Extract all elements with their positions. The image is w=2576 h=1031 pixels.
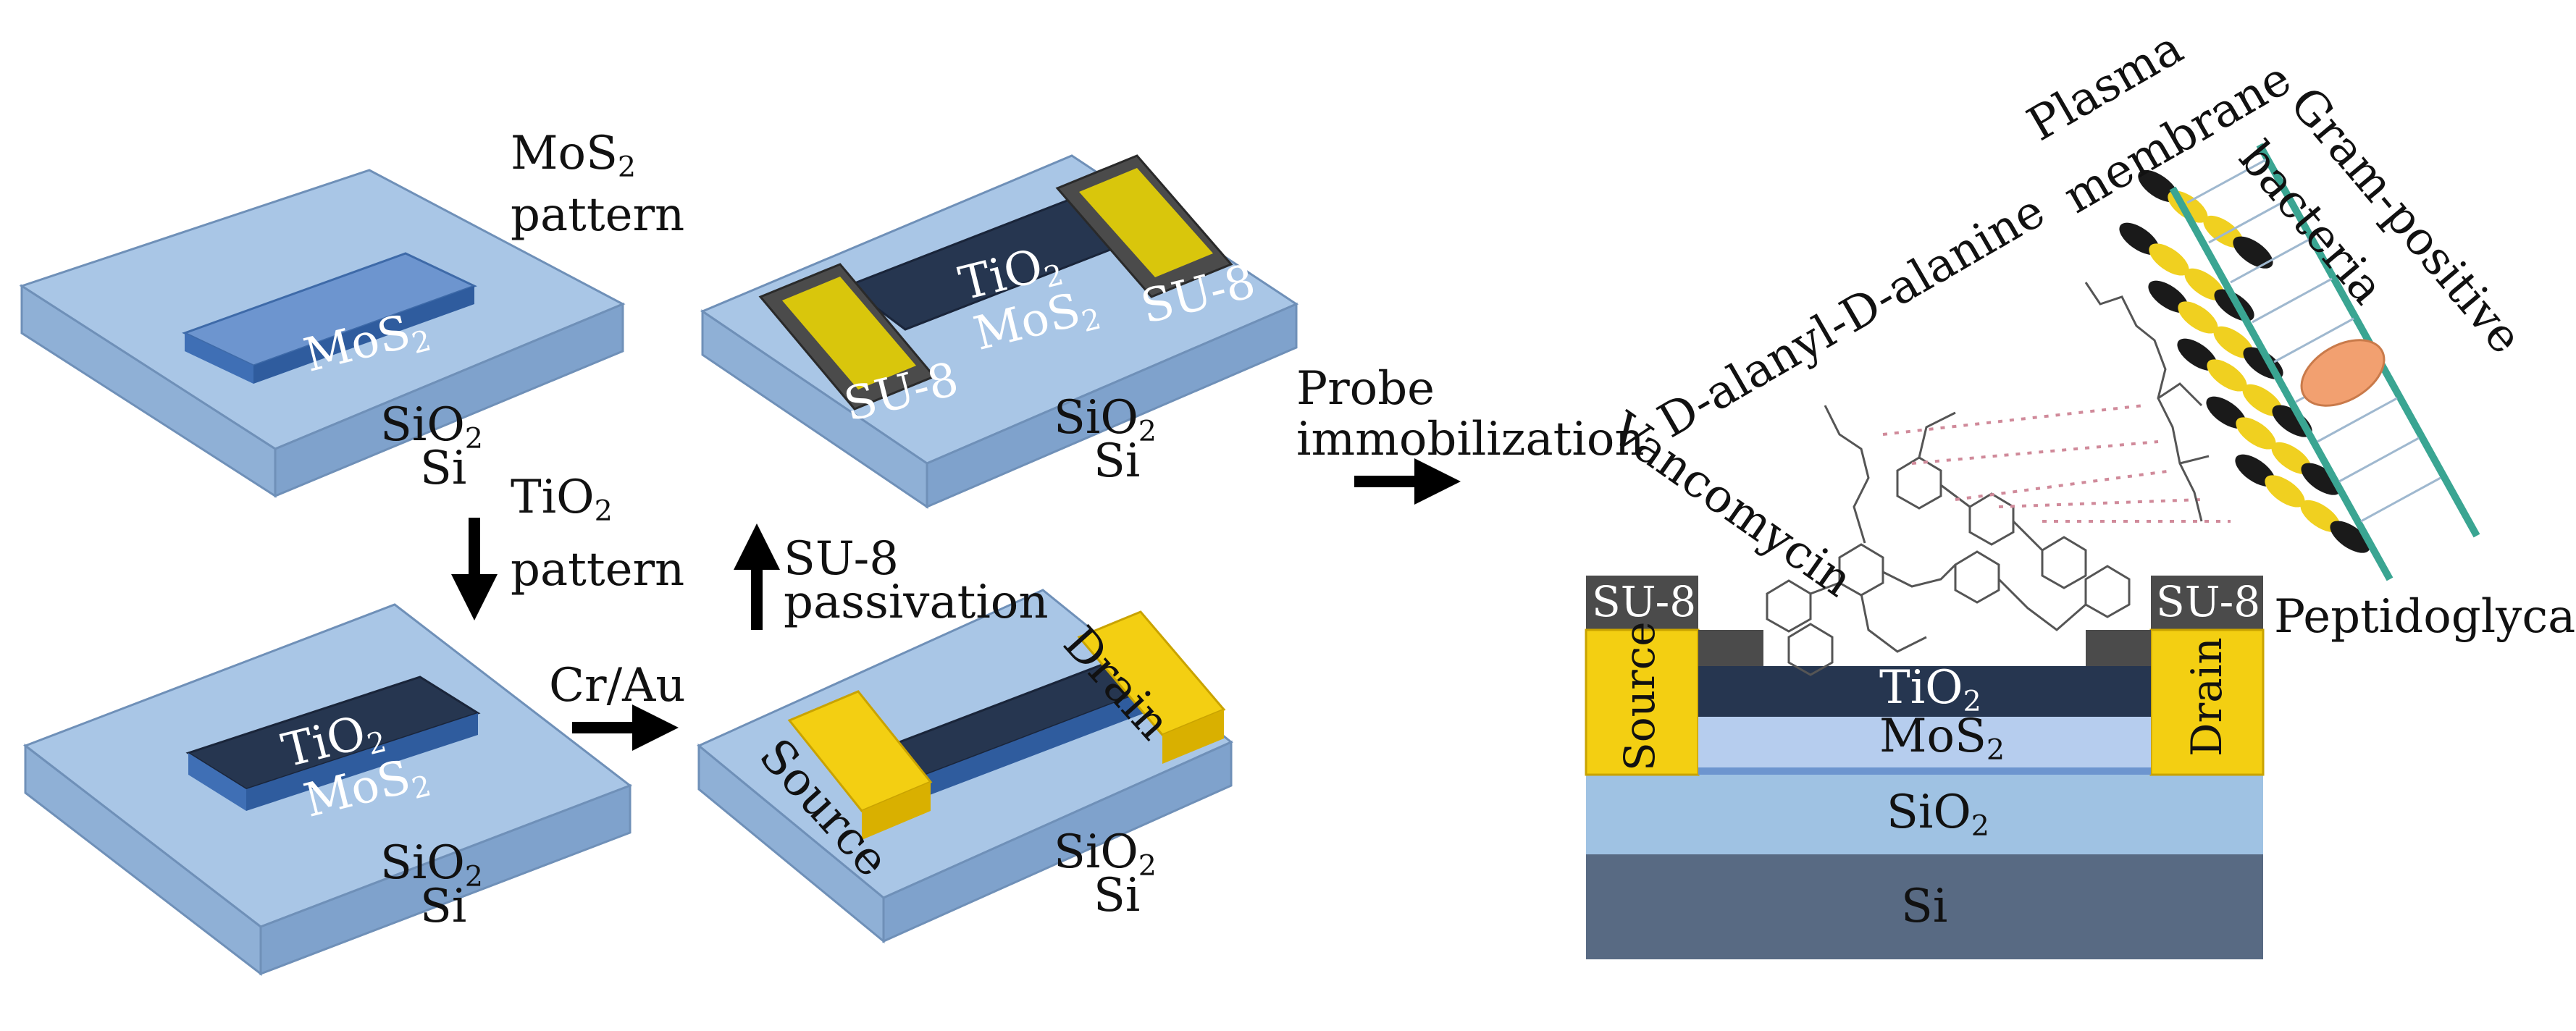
- step4-passivation-label: passivation: [784, 576, 1049, 629]
- cross-su8-left: [1586, 576, 1698, 630]
- cross-section: [1585, 576, 2265, 959]
- panel4-su8-left: [758, 263, 936, 411]
- panel1-mos2-strip: [182, 252, 477, 384]
- panel3-sio2-label: SiO2: [1054, 825, 1157, 883]
- panel1-si-label: Si: [420, 442, 467, 495]
- peptidoglycan-layer: [2169, 143, 2480, 581]
- step5-probe-label: Probe: [1296, 362, 1435, 416]
- panel3-drain-electrode: [1077, 610, 1226, 764]
- step2-pattern-label: pattern: [511, 543, 685, 597]
- cross-su8-right: [2151, 576, 2263, 630]
- cross-drain: [2149, 628, 2265, 776]
- cross-tio2-label: TiO2: [1879, 661, 1981, 719]
- panel3-si-label: Si: [1094, 869, 1141, 922]
- cross-mos2-layer: [1698, 717, 2151, 767]
- step2-tio2-label: TiO2: [511, 471, 613, 529]
- cross-si-layer: [1586, 854, 2263, 959]
- vancomycin-molecule: [1766, 405, 2131, 676]
- cross-source-label: Source: [1615, 621, 1664, 771]
- cross-su8-right-label: SU-8: [2156, 577, 2261, 626]
- plasma-membrane: [2119, 169, 2370, 553]
- cross-si-label: Si: [1901, 880, 1948, 933]
- cross-mos2-label: MoS2: [1879, 710, 2005, 767]
- cross-sio2-label: SiO2: [1887, 786, 1990, 843]
- panel2-sio2-label: SiO2: [380, 836, 484, 894]
- cross-drain-label: Drain: [2182, 637, 2231, 757]
- step1-pattern-label: pattern: [511, 188, 685, 242]
- panel2-tio2-strip: [185, 676, 481, 811]
- panel4-su8-right: [1055, 154, 1233, 298]
- panel4-sio2-label: SiO2: [1054, 391, 1157, 449]
- panel2-si-label: Si: [420, 880, 467, 933]
- cross-source: [1585, 628, 1700, 776]
- hydrogen-bonds: [1882, 404, 2231, 523]
- panel1-sio2-label: SiO2: [380, 398, 484, 456]
- receptor-protein: [2300, 339, 2386, 407]
- step4-su8-label: SU-8: [784, 532, 899, 586]
- cross-tio2-layer: [1698, 666, 2151, 717]
- dala-chain: [2084, 282, 2210, 522]
- panel4-si-label: Si: [1094, 434, 1141, 488]
- cross-su8-left-label: SU-8: [1592, 577, 1697, 626]
- panel3-source-electrode: [787, 690, 933, 840]
- step1-mos2-pattern-label: MoS2: [511, 127, 637, 185]
- step5-immobilization-label: immobilization: [1296, 413, 1645, 466]
- step3-cr-au-label: Cr/Au: [549, 659, 686, 712]
- peptidoglycan-label: Peptidoglycan: [2274, 590, 2576, 644]
- cross-sio2-layer: [1586, 775, 2263, 854]
